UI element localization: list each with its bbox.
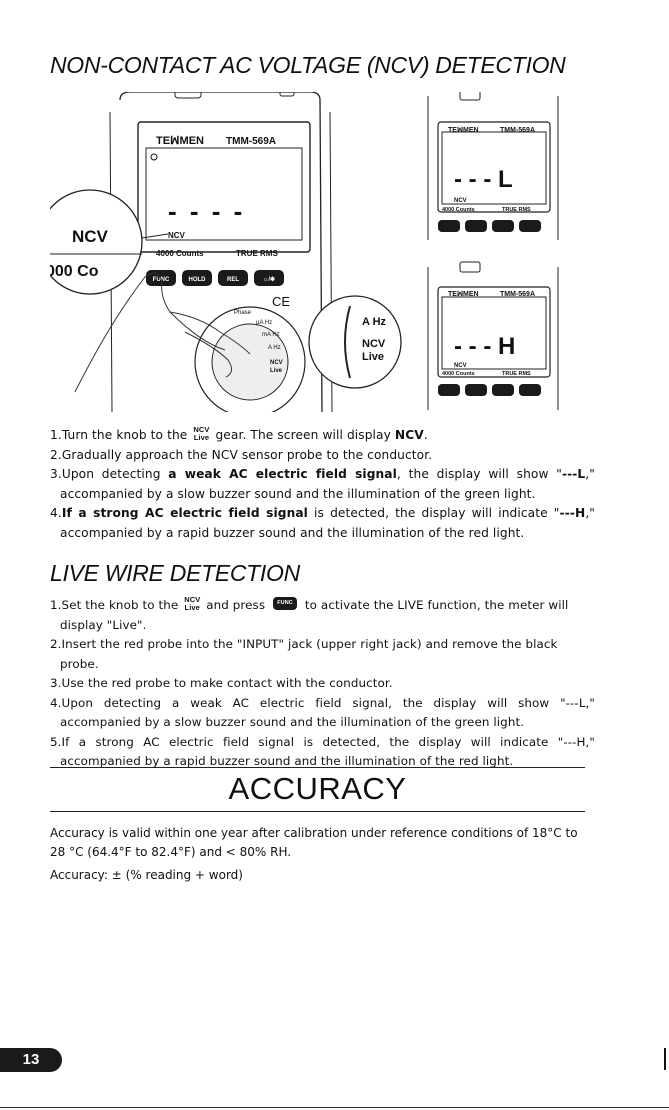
accuracy-rule-bottom	[50, 811, 585, 812]
accuracy-conditions: Accuracy is valid within one year after …	[50, 826, 578, 859]
btn-rel: REL	[227, 277, 239, 283]
meter-low: TEꟽMEN TMM-569A - - - L NCV 4000 Counts …	[427, 92, 559, 240]
dial-ncv: NCV	[270, 360, 283, 366]
meter-low-model: TMM-569A	[500, 127, 535, 134]
meter-high-brand: TEꟽMEN	[448, 290, 479, 298]
live-step-2: 2.Insert the red probe into the "INPUT" …	[50, 637, 558, 671]
ncv-step-3: 3.Upon detecting a weak AC electric fiel…	[50, 467, 595, 501]
power-icon	[150, 153, 158, 161]
meter-rms: TRUE RMS	[236, 249, 278, 258]
meter-readout: - - - -	[168, 196, 245, 226]
page-edge-mark	[664, 1048, 666, 1070]
func-key-icon: FUNC	[273, 597, 298, 610]
section-title-ncv: NON-CONTACT AC VOLTAGE (NCV) DETECTION	[50, 52, 566, 78]
meter-high-counts: 4000 Counts	[442, 371, 475, 377]
btn-light: ☼/✱	[263, 276, 275, 283]
accuracy-formula: Accuracy: ± (% reading + word)	[50, 868, 243, 882]
zoom-ncv: NCV 000 Co	[50, 189, 143, 295]
hand-drawing	[74, 272, 251, 393]
meter-low-ncv: NCV	[454, 198, 467, 204]
live-step-5: 5.If a strong AC electric field signal i…	[50, 734, 595, 769]
page-number: 13	[0, 1048, 62, 1072]
section-title-accuracy: ACCURACY	[228, 771, 407, 806]
meter-low-rms: TRUE RMS	[502, 207, 531, 213]
meter-model: TMM-569A	[226, 136, 276, 147]
zoom-dial-ncv: NCV	[362, 338, 386, 350]
dial-phase: Phase	[234, 310, 252, 316]
zoom-dial: A Hz NCV Live	[308, 295, 402, 389]
ce-mark: CE	[272, 294, 290, 309]
zoom-pointer	[141, 233, 169, 239]
zoom-dial-live: Live	[362, 351, 384, 363]
zoom-ncv-label: NCV	[72, 227, 109, 246]
meter-high-rms: TRUE RMS	[502, 371, 531, 377]
dial-ua: µA Hz	[256, 320, 272, 326]
meter-brand: TEꟽMEN	[156, 135, 204, 147]
meter-low-brand: TEꟽMEN	[448, 126, 479, 134]
live-step-3: 3.Use the red probe to make contact with…	[50, 676, 393, 690]
accuracy-rule-top	[50, 767, 585, 768]
meter-high-ncv: NCV	[454, 363, 467, 369]
section-title-live: LIVE WIRE DETECTION	[50, 560, 300, 586]
page-bottom-rule	[0, 1107, 669, 1108]
meter-high-model: TMM-569A	[500, 291, 535, 298]
meter-buttons: FUNC HOLD REL ☼/✱	[146, 270, 284, 286]
meter-ncv-label: NCV	[168, 231, 186, 240]
dial-ma: mA Hz	[262, 332, 280, 338]
dial-live: Live	[270, 368, 283, 374]
meter-low-counts: 4000 Counts	[442, 207, 475, 213]
zoom-dial-a: A Hz	[362, 316, 387, 328]
meter-high-readout: - - - H	[454, 333, 515, 360]
meter-high: TEꟽMEN TMM-569A - - - H NCV 4000 Counts …	[427, 261, 559, 410]
meter-counts: 4000 Counts	[156, 249, 204, 258]
meter-low-readout: - - - L	[454, 166, 513, 193]
meter-dial	[194, 306, 306, 412]
live-step-4: 4.Upon detecting a weak AC electric fiel…	[50, 695, 595, 730]
ncv-step-2: 2.Gradually approach the NCV sensor prob…	[50, 447, 433, 462]
btn-hold: HOLD	[189, 277, 207, 283]
ncv-illustration: TEꟽMEN TMM-569A - - - - NCV 4000 Counts …	[50, 92, 559, 412]
zoom-counts: 000 Co	[50, 263, 99, 280]
ncv-step-4: 4.If a strong AC electric field signal i…	[50, 506, 595, 540]
dial-a: A Hz	[268, 345, 281, 351]
